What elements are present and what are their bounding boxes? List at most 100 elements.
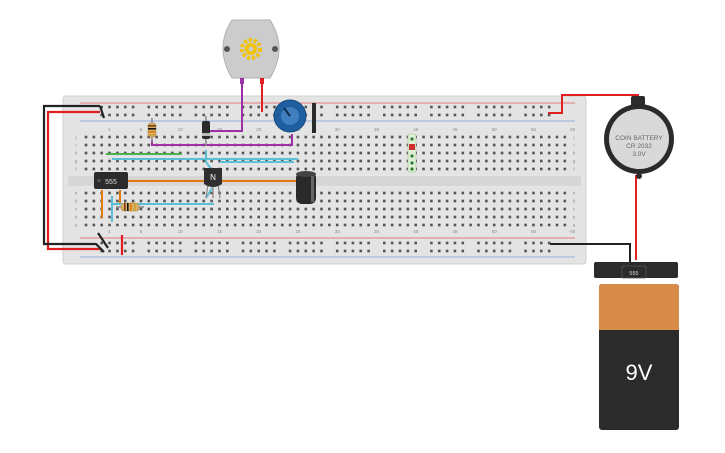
breadboard-hole xyxy=(445,135,449,139)
wire-black-left-rail[interactable] xyxy=(42,104,105,253)
breadboard-hole xyxy=(92,191,96,195)
breadboard-hole xyxy=(147,135,151,139)
breadboard-hole xyxy=(367,241,370,245)
breadboard-hole xyxy=(516,191,520,195)
breadboard-hole xyxy=(147,159,151,163)
breadboard-hole xyxy=(524,105,527,109)
breadboard-hole xyxy=(461,215,465,219)
breadboard-hole xyxy=(437,159,441,163)
wire-cyan-transistor[interactable] xyxy=(205,150,213,171)
breadboard-hole xyxy=(312,223,315,227)
breadboard-hole xyxy=(500,151,504,155)
breadboard-hole xyxy=(461,159,465,163)
breadboard-hole xyxy=(516,215,520,219)
wire-cyan-transistor-down[interactable] xyxy=(205,187,213,199)
breadboard-hole xyxy=(437,215,441,219)
breadboard-hole xyxy=(147,241,151,245)
breadboard-hole xyxy=(241,167,245,171)
breadboard-hole xyxy=(398,215,402,219)
breadboard-hole xyxy=(492,105,496,109)
breadboard-hole xyxy=(437,207,441,211)
breadboard-hole xyxy=(131,241,135,245)
row-letter: e xyxy=(75,191,78,196)
wire-purple-top-row[interactable] xyxy=(151,134,293,146)
breadboard-hole xyxy=(524,143,527,147)
breadboard-hole xyxy=(445,241,449,245)
breadboard-hole xyxy=(390,167,394,171)
breadboard-hole xyxy=(375,159,378,163)
wire-red-left-rail[interactable] xyxy=(46,110,100,251)
breadboard-hole xyxy=(108,199,111,203)
led-module[interactable] xyxy=(407,133,417,173)
breadboard-hole xyxy=(328,191,331,195)
timer-chip[interactable]: 555 xyxy=(94,172,128,189)
breadboard-hole xyxy=(406,207,410,211)
breadboard-hole xyxy=(241,135,245,139)
breadboard-hole xyxy=(123,241,127,245)
breadboard-hole xyxy=(178,207,182,211)
wire-black-bottom-jumper[interactable] xyxy=(97,232,109,249)
diode[interactable] xyxy=(202,116,210,146)
breadboard-hole xyxy=(563,191,567,195)
breadboard-hole xyxy=(555,159,559,163)
breadboard-hole xyxy=(296,207,300,211)
breadboard-hole xyxy=(492,113,496,117)
wire-black-rail-to-9v[interactable] xyxy=(550,243,631,262)
breadboard-hole xyxy=(343,249,347,253)
breadboard-hole xyxy=(312,241,315,245)
electrolytic-capacitor[interactable] xyxy=(296,171,316,204)
coin-battery[interactable]: COIN BATTERY CR 2032 3.0V xyxy=(604,96,674,179)
breadboard-hole xyxy=(296,215,300,219)
breadboard-hole xyxy=(547,207,551,211)
wire-black-rail-jumper[interactable] xyxy=(98,105,106,119)
breadboard-hole xyxy=(461,191,465,195)
resistor-bottom[interactable] xyxy=(116,202,144,212)
breadboard-hole xyxy=(430,151,433,155)
breadboard-hole xyxy=(469,167,472,171)
breadboard-hole xyxy=(492,143,496,147)
breadboard-hole xyxy=(500,249,504,253)
row-letter: h xyxy=(573,151,576,156)
breadboard-hole xyxy=(320,215,323,219)
breadboard-hole xyxy=(265,113,268,117)
dc-motor[interactable] xyxy=(222,19,280,84)
breadboard-hole xyxy=(524,199,527,203)
breadboard-hole xyxy=(328,215,331,219)
breadboard-hole xyxy=(485,105,488,109)
breadboard-hole xyxy=(398,159,402,163)
transistor[interactable]: N xyxy=(204,168,222,199)
breadboard-hole xyxy=(304,135,308,139)
breadboard-hole xyxy=(351,151,355,155)
breadboard-hole xyxy=(304,143,308,147)
breadboard-hole xyxy=(288,191,292,195)
breadboard-column-numbers: 1155101015152020252530303535404045455050… xyxy=(108,127,575,234)
breadboard-hole xyxy=(116,207,119,211)
breadboard-hole xyxy=(500,223,504,227)
breadboard-hole xyxy=(84,191,88,195)
breadboard-hole xyxy=(485,113,488,117)
breadboard-hole xyxy=(477,151,480,155)
breadboard-hole xyxy=(265,199,268,203)
breadboard-hole xyxy=(492,159,496,163)
breadboard-hole xyxy=(194,207,198,211)
breadboard-hole xyxy=(532,105,535,109)
potentiometer[interactable] xyxy=(273,99,316,133)
breadboard-hole xyxy=(343,223,347,227)
breadboard-hole xyxy=(116,191,119,195)
breadboard-hole xyxy=(485,143,488,147)
breadboard-hole xyxy=(116,167,119,171)
breadboard-hole xyxy=(241,223,245,227)
breadboard-hole xyxy=(469,223,472,227)
battery-9v[interactable]: 555 9V xyxy=(594,262,679,430)
transistor-label: N xyxy=(210,173,216,182)
breadboard-hole xyxy=(304,207,308,211)
breadboard-hole xyxy=(383,249,386,253)
breadboard-hole xyxy=(367,223,370,227)
breadboard-hole xyxy=(500,135,504,139)
breadboard-hole xyxy=(328,135,331,139)
wire-purple-motor[interactable] xyxy=(206,80,243,132)
breadboard-hole xyxy=(288,215,292,219)
resistor-top[interactable] xyxy=(147,118,157,142)
breadboard-hole xyxy=(202,151,206,155)
breadboard-hole xyxy=(226,199,229,203)
